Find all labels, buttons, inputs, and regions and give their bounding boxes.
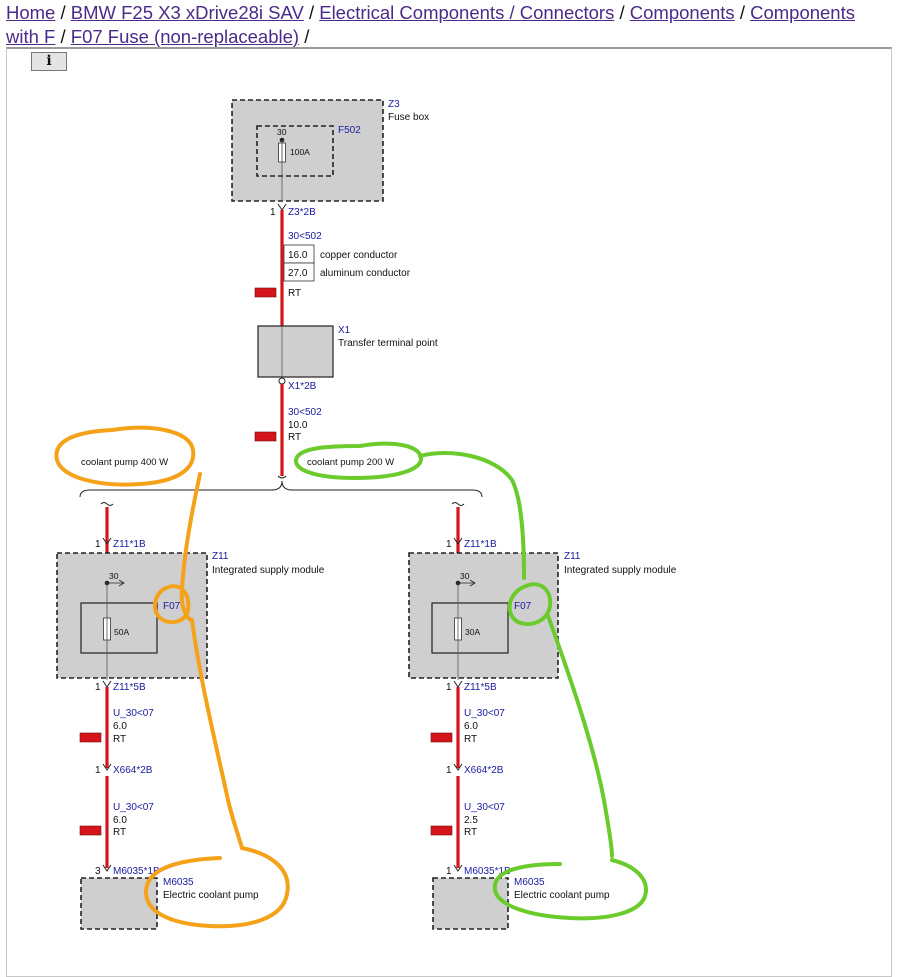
wire-signal: U_30<07 [464,802,505,813]
fuse-f07-rating: 30A [465,627,480,637]
wire-color-swatch [254,287,277,298]
wire-color-code: RT [113,734,126,745]
module-id: Z11 [564,551,581,562]
wire-color-swatch [430,825,453,836]
connector-m6035-1b: M6035*1B [464,866,511,877]
wire-copper-label: copper conductor [320,250,398,261]
pin-number: 1 [95,539,101,550]
connector-z11-1b: Z11*1B [113,539,146,550]
wire-color-code: RT [113,827,126,838]
connector-z3-2b: Z3*2B [288,207,316,218]
breadcrumb-separator: / [60,2,66,23]
module-name: Integrated supply module [212,565,325,576]
pin-number: 1 [270,207,276,218]
annotation-coolant-pump-200w: coolant pump 200 W [307,457,394,468]
wire-gauge: 2.5 [464,815,478,826]
fuse-f07-rating: 50A [114,627,129,637]
breadcrumb-separator: / [308,2,315,23]
module-name: Integrated supply module [564,565,677,576]
pump-name: Electric coolant pump [514,890,610,901]
info-button[interactable]: i [31,52,67,71]
pin-number: 1 [95,765,101,776]
module-terminal: 30 [109,571,119,581]
wire-gauge: 10.0 [288,420,308,431]
transfer-terminal-x1[interactable] [257,325,334,378]
splice-brace [79,480,483,498]
wire-signal: U_30<07 [113,708,154,719]
wire-color-code: RT [288,432,301,443]
breadcrumb-separator: / [619,2,625,23]
wire-signal: 30<502 [288,231,322,242]
transfer-point-id: X1 [338,325,351,336]
wire-color-swatch [79,732,102,743]
breadcrumb-components[interactable]: Components [629,2,735,23]
breadcrumb-home[interactable]: Home [6,2,56,23]
fuse-f502-rating: 100A [290,147,310,157]
wire-signal: 30<502 [288,407,322,418]
wire-aluminum-label: aluminum conductor [320,268,411,279]
info-icon: i [46,53,52,69]
breadcrumb-separator: / [60,26,66,47]
fuse-f07-frame [431,602,509,654]
wire-aluminum-gauge: 27.0 [288,268,308,279]
pin-number: 1 [446,682,452,693]
pump-id: M6035 [514,877,545,888]
connector-z11-5b: Z11*5B [113,682,146,693]
fuse-f502-frame [256,125,334,177]
fuse-f502-terminal: 30 [277,127,287,137]
supply-module-z11-right[interactable] [408,552,559,679]
wire-color-code: RT [288,288,301,299]
breadcrumb-vehicle[interactable]: BMW F25 X3 xDrive28i SAV [70,2,304,23]
module-id: Z11 [212,551,229,562]
connector-m6035-1b: M6035*1B [113,866,160,877]
breadcrumb-separator: / [739,2,745,23]
fuse-box-name: Fuse box [388,112,429,123]
wire-color-swatch [430,732,453,743]
breadcrumb-separator: / [304,26,310,47]
breadcrumb: Home / BMW F25 X3 xDrive28i SAV / Electr… [6,1,892,49]
breadcrumb-fuse-f07[interactable]: F07 Fuse (non-replaceable) [70,26,300,47]
wire-color-swatch [79,825,102,836]
pump-id: M6035 [163,877,194,888]
coolant-pump-m6035-left[interactable] [80,877,158,930]
pin-number: 3 [95,866,101,877]
wire-gauge: 6.0 [113,721,127,732]
annotation-coolant-pump-400w: coolant pump 400 W [81,457,168,468]
module-terminal: 30 [460,571,470,581]
connector-x1-2b: X1*2B [288,381,317,392]
wire-copper-gauge: 16.0 [288,250,308,261]
wire-gauge: 6.0 [113,815,127,826]
breadcrumb-electrical-components[interactable]: Electrical Components / Connectors [319,2,615,23]
fuse-f07-id: F07 [514,601,532,612]
connector-x664-2b: X664*2B [464,765,504,776]
pin-number: 1 [446,866,452,877]
wire-signal: U_30<07 [464,708,505,719]
annotation-left-scribble [54,425,290,929]
wire-color-code: RT [464,827,477,838]
wire-gauge: 6.0 [464,721,478,732]
fuse-box-id: Z3 [388,99,400,110]
wire-color-code: RT [464,734,477,745]
fuse-f502-id: F502 [338,125,361,136]
wire-color-swatch [254,431,277,442]
annotation-right-scribble [294,441,648,921]
connector-z11-1b: Z11*1B [464,539,497,550]
pin-number: 1 [446,765,452,776]
wire-signal: U_30<07 [113,802,154,813]
connector-z11-5b: Z11*5B [464,682,497,693]
pin-number: 1 [95,682,101,693]
transfer-point-name: Transfer terminal point [338,338,438,349]
pin-number: 1 [446,539,452,550]
fuse-f07-frame [80,602,158,654]
pump-name: Electric coolant pump [163,890,259,901]
fuse-f07-id: F07 [163,601,181,612]
breadcrumb-components-with-f[interactable]: Components with F [6,2,855,47]
connector-x664-2b: X664*2B [113,765,153,776]
